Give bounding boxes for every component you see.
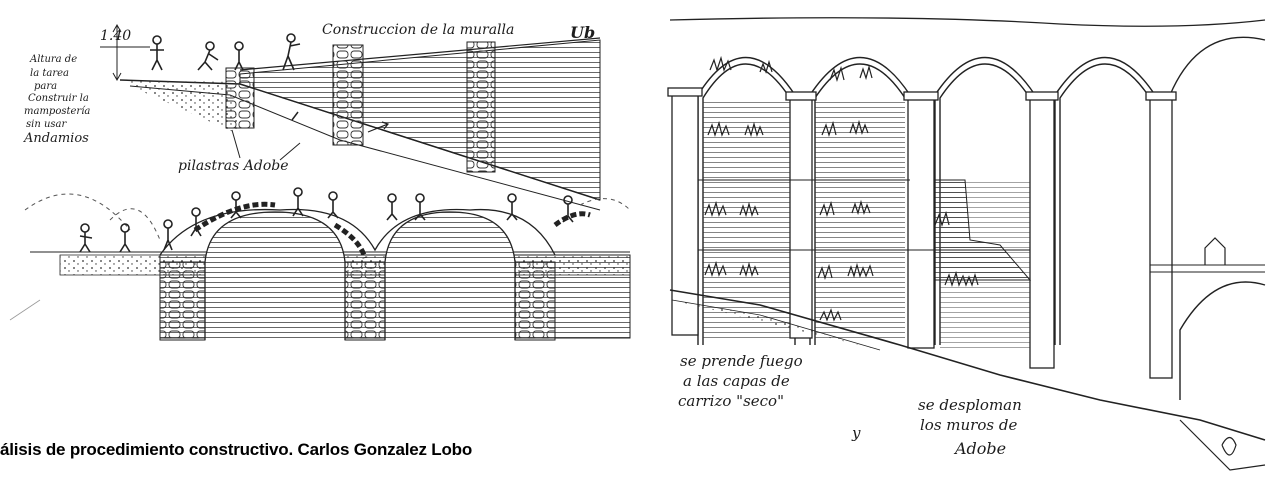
height-note-line-4: Construir la: [28, 93, 89, 104]
wall-title: Construccion de la muralla: [322, 22, 514, 38]
fire-note-line-1: se prende fuego: [680, 352, 803, 370]
collapse-sketch: [667, 17, 1266, 471]
height-note-line-3: para: [34, 81, 57, 92]
height-note-line-5: mampostería: [24, 106, 90, 117]
height-value: 1.40: [100, 28, 131, 44]
author-signature: Ub: [570, 23, 595, 42]
pilasters-label: pilastras Adobe: [178, 158, 289, 174]
fire-note-line-2: a las capas de: [683, 372, 790, 390]
height-note-line-1: Altura de: [29, 54, 77, 65]
collapse-note-line-2: los muros de: [920, 416, 1017, 434]
connector-y: y: [851, 424, 861, 442]
arches-sketch: [9, 187, 631, 341]
height-note-line-7: Andamios: [23, 131, 89, 146]
collapse-note-line-3: Adobe: [953, 439, 1006, 458]
figure-caption: álisis de procedimiento constructivo. Ca…: [0, 440, 473, 459]
workers-bottom: [79, 187, 574, 253]
workers-top: [150, 33, 301, 71]
height-note-line-2: la tarea: [30, 68, 69, 79]
wall-construction-sketch: [100, 23, 601, 211]
fire-note-line-3: carrizo "seco": [678, 392, 784, 410]
collapse-note-line-1: se desploman: [918, 396, 1022, 414]
height-note-line-6: sin usar: [26, 119, 67, 130]
